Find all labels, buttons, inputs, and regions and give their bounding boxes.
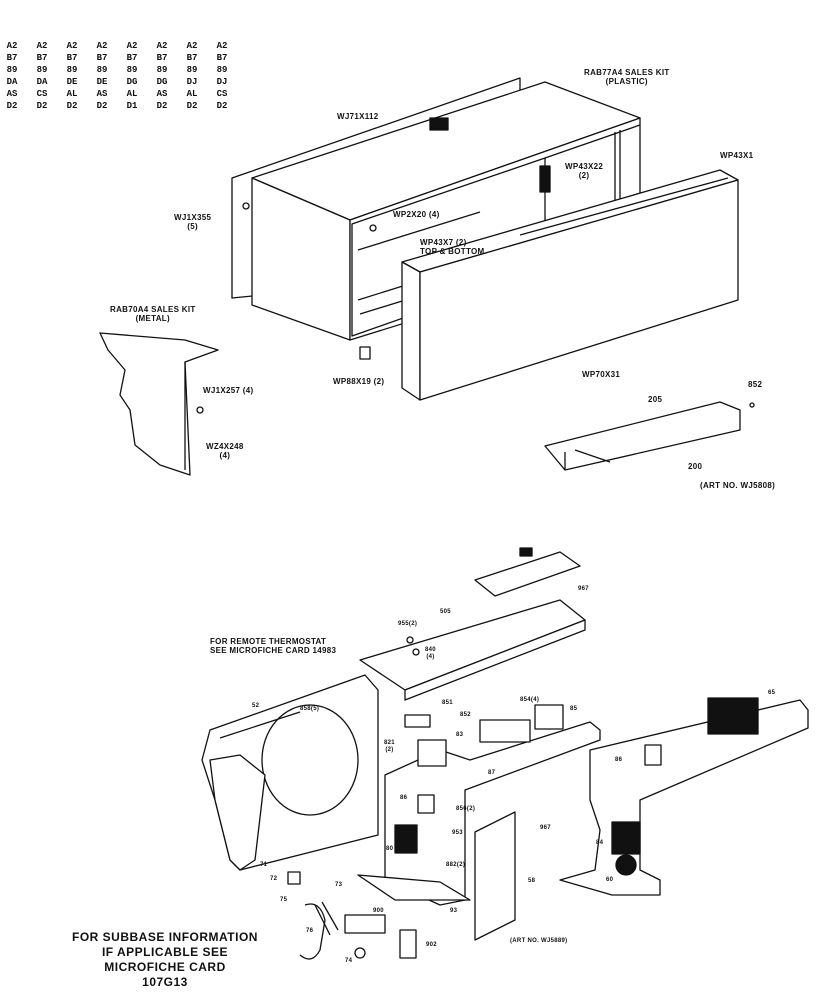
label-wz4x248: WZ4X248 (4)	[206, 442, 244, 460]
front-grille-panel	[359, 165, 739, 401]
label-821-qty: (2)	[385, 747, 394, 753]
label-rab70a4-kit: RAB70A4 SALES KIT (METAL)	[110, 305, 196, 323]
label-953: 953	[452, 830, 463, 836]
label-505: 505	[440, 609, 451, 615]
label-967: 967	[578, 586, 589, 592]
label-76: 76	[306, 928, 314, 934]
label-wp43x7-note: TOP & BOTTOM	[420, 247, 485, 256]
label-900: 900	[373, 908, 384, 914]
label-93: 93	[450, 908, 458, 914]
model-number-1: A2B789DAASD2	[6, 41, 18, 112]
label-84: 84	[596, 840, 604, 846]
label-wj1x257: WJ1X257 (4)	[203, 386, 254, 395]
base-pan-205	[544, 401, 755, 471]
label-821-part: 821	[384, 740, 395, 746]
label-955: 955(2)	[398, 621, 418, 627]
label-83: 83	[456, 732, 464, 738]
label-840-qty: (4)	[426, 654, 435, 660]
label-858: 858(5)	[300, 706, 320, 712]
label-80: 80	[386, 846, 394, 852]
remote-thermostat-line2: SEE MICROFICHE CARD 14983	[210, 646, 337, 655]
label-71: 71	[260, 862, 268, 868]
model-number-8: A2B789DJCSD2	[216, 41, 228, 112]
label-wz4x248-part: WZ4X248	[206, 442, 244, 451]
subbase-note-line4: 107G13	[142, 975, 188, 989]
label-72: 72	[270, 876, 278, 882]
wiring-harness	[287, 871, 471, 960]
control-cover-505	[359, 547, 586, 701]
label-rab70a4-kit-type: (METAL)	[135, 314, 170, 323]
label-wj1x355-qty: (5)	[187, 222, 198, 231]
label-840: 840 (4)	[425, 647, 436, 661]
label-wp88x19: WP88X19 (2)	[333, 377, 385, 386]
label-86-bottom: 86	[400, 795, 408, 801]
model-number-7: A2B789DJALD2	[186, 41, 198, 112]
label-967-bottom: 967	[540, 825, 551, 831]
access-cover-960	[474, 811, 516, 941]
label-wj1x355: WJ1X355 (5)	[174, 213, 211, 231]
label-wp43x7: WP43X7 (2) TOP & BOTTOM	[420, 238, 485, 256]
label-840-part: 840	[425, 647, 436, 653]
label-wp43x7-part: WP43X7 (2)	[420, 238, 467, 247]
model-number-2: A2B789DACSD2	[36, 41, 48, 112]
model-number-6: A2B789DGASD2	[156, 41, 168, 112]
label-wp43x22-part: WP43X22	[565, 162, 604, 171]
label-85: 85	[570, 706, 578, 712]
label-73: 73	[335, 882, 343, 888]
label-205: 205	[648, 395, 663, 404]
label-87: 87	[488, 770, 496, 776]
label-rab77a4-kit-name: RAB77A4 SALES KIT	[584, 68, 670, 77]
label-wj1x355-part: WJ1X355	[174, 213, 212, 222]
subbase-note-line2: IF APPLICABLE SEE	[101, 945, 229, 959]
label-856: 856(2)	[456, 806, 476, 812]
label-wp43x1: WP43X1	[720, 151, 754, 160]
right-chassis-plate	[559, 697, 809, 896]
metal-side-panel	[99, 332, 219, 476]
label-882: 882(2)	[446, 862, 466, 868]
fan-shroud-52	[201, 674, 379, 871]
label-86: 86	[615, 757, 623, 763]
label-art-wj5808: (ART NO. WJ5808)	[700, 481, 776, 490]
label-rab77a4-kit: RAB77A4 SALES KIT (PLASTIC)	[584, 68, 670, 86]
label-75: 75	[280, 897, 288, 903]
label-rab77a4-kit-type: (PLASTIC)	[605, 77, 648, 86]
label-wp43x22-qty: (2)	[578, 171, 590, 180]
model-number-3: A2B789DEALD2	[66, 41, 78, 112]
label-wz4x248-qty: (4)	[219, 451, 231, 460]
label-200: 200	[688, 462, 703, 471]
remote-thermostat-line1: FOR REMOTE THERMOSTAT	[210, 637, 327, 646]
model-number-4: A2B789DEASD2	[96, 41, 108, 112]
label-854: 854(4)	[520, 697, 540, 703]
control-bracket	[384, 704, 601, 906]
label-74: 74	[345, 958, 353, 964]
label-851: 851	[442, 700, 453, 706]
label-rab70a4-kit-name: RAB70A4 SALES KIT	[110, 305, 196, 314]
label-65: 65	[768, 690, 776, 696]
label-wp70x31: WP70X31	[582, 370, 621, 379]
subbase-note-line3: MICROFICHE CARD	[104, 960, 226, 974]
label-52: 52	[252, 703, 260, 709]
remote-thermostat-note: FOR REMOTE THERMOSTAT SEE MICROFICHE CAR…	[210, 637, 336, 655]
subbase-info-note: FOR SUBBASE INFORMATION IF APPLICABLE SE…	[60, 930, 270, 990]
model-number-5: A2B789DGALD1	[126, 41, 138, 112]
label-60: 60	[606, 877, 614, 883]
label-852-bottom: 852	[460, 712, 471, 718]
label-wp2x20: WP2X20 (4)	[393, 210, 440, 219]
label-art-bottom: (ART NO. WJ5889)	[510, 938, 568, 944]
label-wp43x22: WP43X22 (2)	[565, 162, 603, 180]
label-58: 58	[528, 878, 536, 884]
label-902: 902	[426, 942, 437, 948]
label-852: 852	[748, 380, 763, 389]
label-wj71x112: WJ71X112	[337, 112, 379, 121]
subbase-note-line1: FOR SUBBASE INFORMATION	[72, 930, 258, 944]
label-821: 821 (2)	[384, 740, 395, 754]
